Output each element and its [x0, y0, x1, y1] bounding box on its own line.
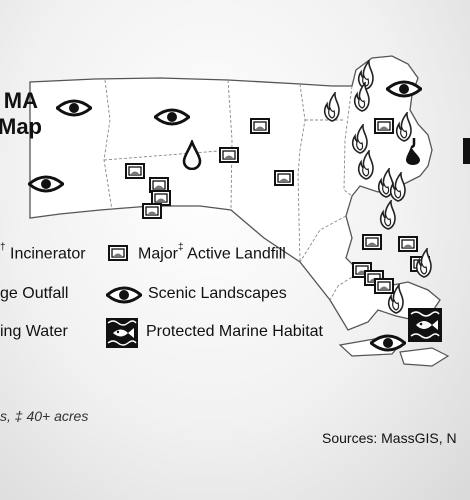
legend-incinerator: † Incinerator	[0, 242, 86, 263]
map-title-line1: MA	[3, 88, 38, 113]
incinerator-flame-icon	[379, 200, 396, 230]
map-title-line2: Map	[0, 114, 42, 139]
legend-marine-habitat-fish-icon	[106, 318, 138, 348]
landfill-icon	[142, 203, 162, 219]
footnote: s, ‡ 40+ acres	[0, 408, 89, 424]
landfill-icon	[250, 118, 270, 134]
legend-landfill-icon	[108, 245, 128, 261]
landfill-icon	[374, 118, 394, 134]
county-lines	[103, 79, 361, 301]
sources-credit: Sources: MassGIS, N	[322, 430, 457, 446]
map-title: MA Map	[0, 88, 42, 140]
legend-sewage-label: ge Outfall	[0, 285, 69, 302]
landfill-icon	[398, 236, 418, 252]
scenic-eye-icon	[386, 80, 422, 98]
legend-drinking-label: ing Water	[0, 323, 68, 340]
landfill-icon	[149, 177, 169, 193]
landfill-icon	[125, 163, 145, 179]
legend-scenic-eye-icon	[106, 286, 142, 304]
scenic-eye-icon	[56, 99, 92, 117]
landfill-icon	[374, 278, 394, 294]
scenic-eye-icon	[28, 175, 64, 193]
marine-habitat-fish-icon	[408, 308, 442, 342]
landfill-icon	[274, 170, 294, 186]
legend-drinking-water: ing Water	[0, 323, 68, 341]
incinerator-flame-icon	[415, 248, 432, 278]
legend-landfill-label: Major	[138, 245, 179, 263]
legend-sewage-outfall: ge Outfall	[0, 285, 68, 303]
legend-scenic: Scenic Landscapes	[148, 285, 287, 303]
landfill-icon	[362, 234, 382, 250]
legend-landfill: Major‡ Active Landfill	[138, 242, 286, 263]
state-outline	[29, 55, 441, 331]
legend-marine-label: Protected Marine Habitat	[146, 323, 323, 340]
nantucket-island	[399, 347, 450, 367]
legend-landfill-suffix: Active Landfill	[183, 245, 286, 263]
scenic-eye-icon	[154, 108, 190, 126]
legend-incinerator-sup: †	[0, 242, 6, 253]
legend-landfill-sup: ‡	[178, 242, 184, 253]
marine-habitat-partial-icon	[463, 138, 470, 164]
legend-scenic-label: Scenic Landscapes	[148, 285, 287, 302]
landfill-icon	[219, 147, 239, 163]
legend-marine-habitat: Protected Marine Habitat	[146, 323, 323, 341]
legend-incinerator-label: Incinerator	[5, 245, 86, 263]
landfill-icon	[151, 190, 171, 206]
scenic-eye-icon	[370, 334, 406, 352]
